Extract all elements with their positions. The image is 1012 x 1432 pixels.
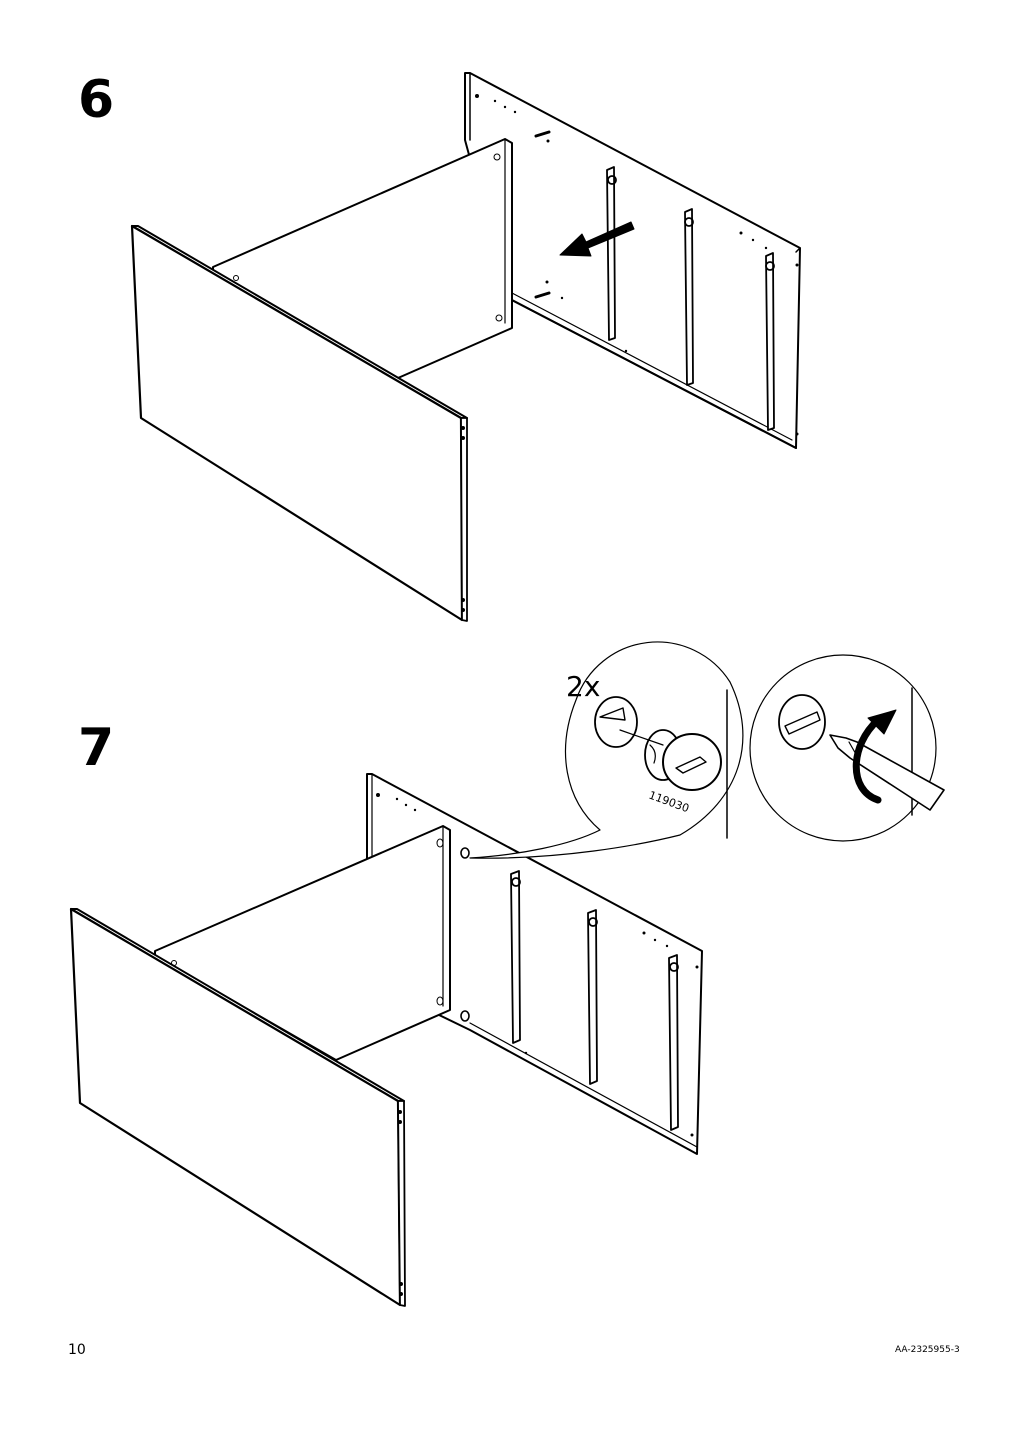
step-6-illustration — [130, 72, 801, 622]
screwdriver-callout — [749, 654, 945, 842]
side-panel-front — [69, 907, 406, 1307]
back-panel — [464, 72, 801, 449]
page-number: 10 — [68, 1342, 86, 1358]
side-panel-front — [130, 224, 468, 622]
quantity-label: 2x — [566, 670, 600, 703]
step-7-number: 7 — [78, 718, 115, 778]
cam-lock-fitting-icon — [594, 696, 722, 791]
step-7-illustration: 119030 2x — [69, 641, 945, 1307]
arrow-push-icon — [559, 221, 635, 257]
document-code: AA-2325955-3 — [895, 1345, 960, 1355]
step-6-number: 6 — [78, 70, 115, 130]
cam-lock-callout: 119030 2x — [469, 641, 744, 859]
rotate-clockwise-icon — [852, 709, 897, 804]
